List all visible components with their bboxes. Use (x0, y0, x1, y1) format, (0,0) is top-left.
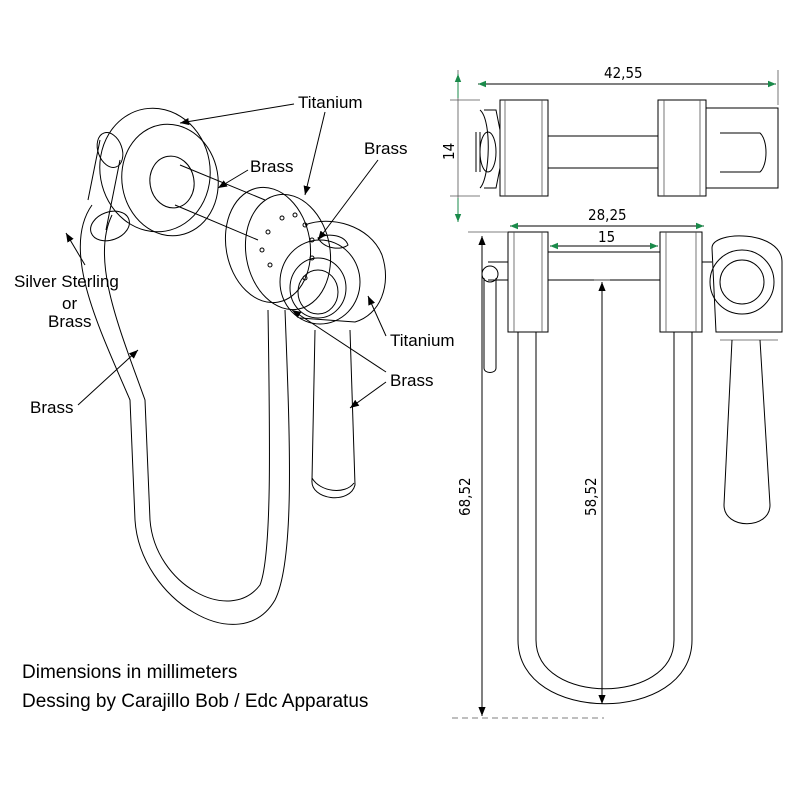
shackle-inner (103, 214, 271, 602)
label-brass-lever: Brass (390, 371, 433, 390)
isometric-view (79, 107, 386, 625)
titanium-cam (299, 220, 386, 323)
top-view (475, 99, 779, 197)
titanium-disc-right (224, 186, 312, 304)
titanium-disc-left (99, 107, 211, 233)
dim-inner-width: 28,25 (588, 206, 627, 224)
label-titanium-top: Titanium (298, 93, 363, 112)
label-silver-line3: Brass (48, 312, 91, 331)
shackle-outer (79, 204, 290, 625)
label-brass-right: Brass (364, 139, 407, 158)
front-view (452, 231, 783, 719)
label-silver-line1: Silver Sterling (14, 272, 119, 291)
dim-overall-width: 42,55 (604, 64, 643, 82)
label-brass-shaft: Brass (250, 157, 293, 176)
brass-lever (311, 329, 356, 499)
dim-inner-height: 58,52 (582, 477, 600, 516)
dim-height-top: 14 (440, 143, 458, 160)
silver-post (96, 132, 124, 168)
dim-total-height: 68,52 (456, 477, 474, 516)
label-titanium-right: Titanium (390, 331, 455, 350)
brass-shaft (174, 164, 266, 241)
label-brass-left: Brass (30, 398, 73, 417)
dim-gap: 15 (598, 228, 615, 246)
credit-note: Dessing by Carajillo Bob / Edc Apparatus (22, 691, 369, 712)
units-note: Dimensions in millimeters (22, 662, 238, 683)
label-silver-line2: or (62, 294, 77, 313)
